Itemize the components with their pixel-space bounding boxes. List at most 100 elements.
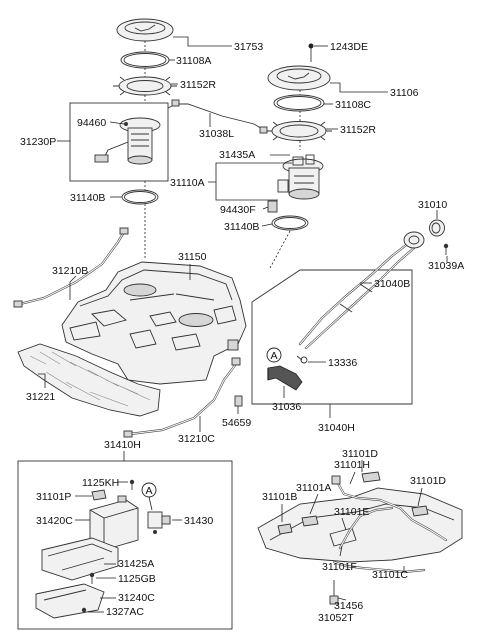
label-31410H: 31410H bbox=[104, 439, 141, 451]
tank-outline-fuel-lines bbox=[257, 471, 463, 563]
bolt-1125GB bbox=[89, 572, 95, 584]
label-31052T: 31052T bbox=[318, 612, 354, 624]
label-31101C: 31101C bbox=[372, 569, 408, 581]
label-31456: 31456 bbox=[334, 600, 363, 612]
leader-31101F bbox=[339, 545, 343, 557]
label-31101D-right: 31101D bbox=[410, 475, 446, 487]
label-31101F: 31101F bbox=[322, 561, 357, 573]
label-1327AC: 1327AC bbox=[106, 606, 144, 618]
label-31420C: 31420C bbox=[36, 515, 73, 527]
leader-31101D-right bbox=[417, 487, 423, 507]
filler-cap-31010 bbox=[429, 219, 445, 237]
label-31106: 31106 bbox=[390, 87, 419, 99]
leader-31456 bbox=[337, 597, 347, 601]
axis-pump-lower bbox=[269, 230, 291, 269]
label-31152R-top: 31152R bbox=[180, 79, 216, 91]
tank-strap-31210C bbox=[123, 357, 241, 438]
bolt-1243DE bbox=[308, 43, 314, 62]
label-31430: 31430 bbox=[184, 515, 213, 527]
label-31140B-left: 31140B bbox=[70, 192, 105, 204]
retainer-ring-31152R-mid bbox=[266, 121, 332, 141]
leader-31753 bbox=[173, 36, 232, 47]
label-31101B: 31101B bbox=[262, 491, 297, 503]
label-13336: 13336 bbox=[328, 357, 357, 369]
label-31152R-mid: 31152R bbox=[340, 124, 376, 136]
label-31108C: 31108C bbox=[335, 99, 371, 111]
clamp-13336 bbox=[296, 355, 308, 364]
label-94430F: 94430F bbox=[220, 204, 256, 216]
wiring-harness-31038L bbox=[167, 99, 268, 134]
hose-31036 bbox=[267, 365, 303, 391]
heat-shield-31221 bbox=[17, 343, 161, 417]
label-31040H: 31040H bbox=[318, 422, 355, 434]
gasket-31108A bbox=[120, 51, 170, 69]
fuel-lines-31101 bbox=[329, 475, 448, 605]
ref-a-bottom-pointer bbox=[148, 496, 153, 511]
bolt-1125KH bbox=[129, 479, 135, 490]
pump-cover-31106 bbox=[267, 65, 331, 91]
label-1243DE: 1243DE bbox=[330, 41, 368, 53]
gasket-31140B-left bbox=[121, 189, 159, 205]
label-31101E: 31101E bbox=[334, 506, 369, 518]
label-31140B-right: 31140B bbox=[224, 221, 259, 233]
sender-assembly-box bbox=[69, 102, 169, 182]
ref-a-bottom-text: A bbox=[145, 485, 152, 497]
label-31101P: 31101P bbox=[36, 491, 71, 503]
canister-31420C bbox=[89, 495, 139, 551]
label-31221: 31221 bbox=[26, 391, 55, 403]
label-31010: 31010 bbox=[418, 199, 447, 211]
label-1125KH: 1125KH bbox=[82, 477, 119, 489]
leader-31110A-bottom bbox=[215, 182, 278, 201]
bolt-31039A bbox=[443, 243, 449, 255]
label-31038L: 31038L bbox=[199, 128, 234, 140]
label-31110A: 31110A bbox=[170, 177, 205, 189]
sender-cover-31753 bbox=[116, 18, 174, 42]
label-31039A: 31039A bbox=[428, 260, 464, 272]
filler-neck-box bbox=[251, 269, 413, 405]
label-31108A: 31108A bbox=[176, 55, 211, 67]
gasket-31140B-right bbox=[271, 215, 309, 231]
canister-box bbox=[17, 460, 233, 630]
bracket-31425A bbox=[41, 537, 119, 581]
label-54659: 54659 bbox=[222, 417, 251, 429]
nut-54659 bbox=[234, 395, 243, 407]
label-plate-31101P bbox=[91, 489, 107, 501]
label-31230P: 31230P bbox=[20, 136, 56, 148]
retainer-ring-31152R-top bbox=[113, 76, 177, 96]
leader-31106 bbox=[330, 82, 388, 93]
ref-a-top-text: A bbox=[270, 350, 277, 362]
label-31210C: 31210C bbox=[178, 433, 215, 445]
leader-31140B-right bbox=[261, 223, 273, 227]
leader-31210B bbox=[69, 275, 77, 300]
leader-94430F bbox=[262, 206, 269, 210]
leader-31110A-top bbox=[208, 162, 292, 183]
label-31101H: 31101H bbox=[334, 459, 370, 471]
label-31150: 31150 bbox=[178, 251, 207, 263]
bolt-1327AC bbox=[81, 607, 87, 613]
valve-31430 bbox=[147, 511, 171, 534]
label-31101D-top: 31101D bbox=[342, 448, 378, 460]
label-94460: 94460 bbox=[77, 117, 106, 129]
reference-marker-a-bottom: A bbox=[141, 482, 157, 498]
leader-31101H bbox=[349, 471, 356, 485]
label-31240C: 31240C bbox=[118, 592, 155, 604]
fuel-tank-31150 bbox=[61, 261, 247, 385]
filter-94430F bbox=[267, 200, 278, 213]
label-31435A: 31435A bbox=[219, 149, 255, 161]
label-31753: 31753 bbox=[234, 41, 263, 53]
label-1125GB: 1125GB bbox=[118, 573, 156, 585]
label-31210B: 31210B bbox=[52, 265, 88, 277]
label-31040B: 31040B bbox=[374, 278, 410, 290]
cover-31240C bbox=[35, 583, 105, 619]
leader-31101A bbox=[309, 493, 319, 515]
filler-neck-31040B bbox=[298, 231, 425, 350]
label-31425A: 31425A bbox=[118, 558, 154, 570]
label-31101A: 31101A bbox=[296, 482, 331, 494]
tank-strap-31210B bbox=[13, 227, 129, 308]
gasket-31108C bbox=[273, 94, 325, 112]
leader-31101E bbox=[341, 517, 347, 531]
leader-94460 bbox=[109, 121, 125, 125]
fuel-pump-module-31110A bbox=[277, 154, 324, 200]
